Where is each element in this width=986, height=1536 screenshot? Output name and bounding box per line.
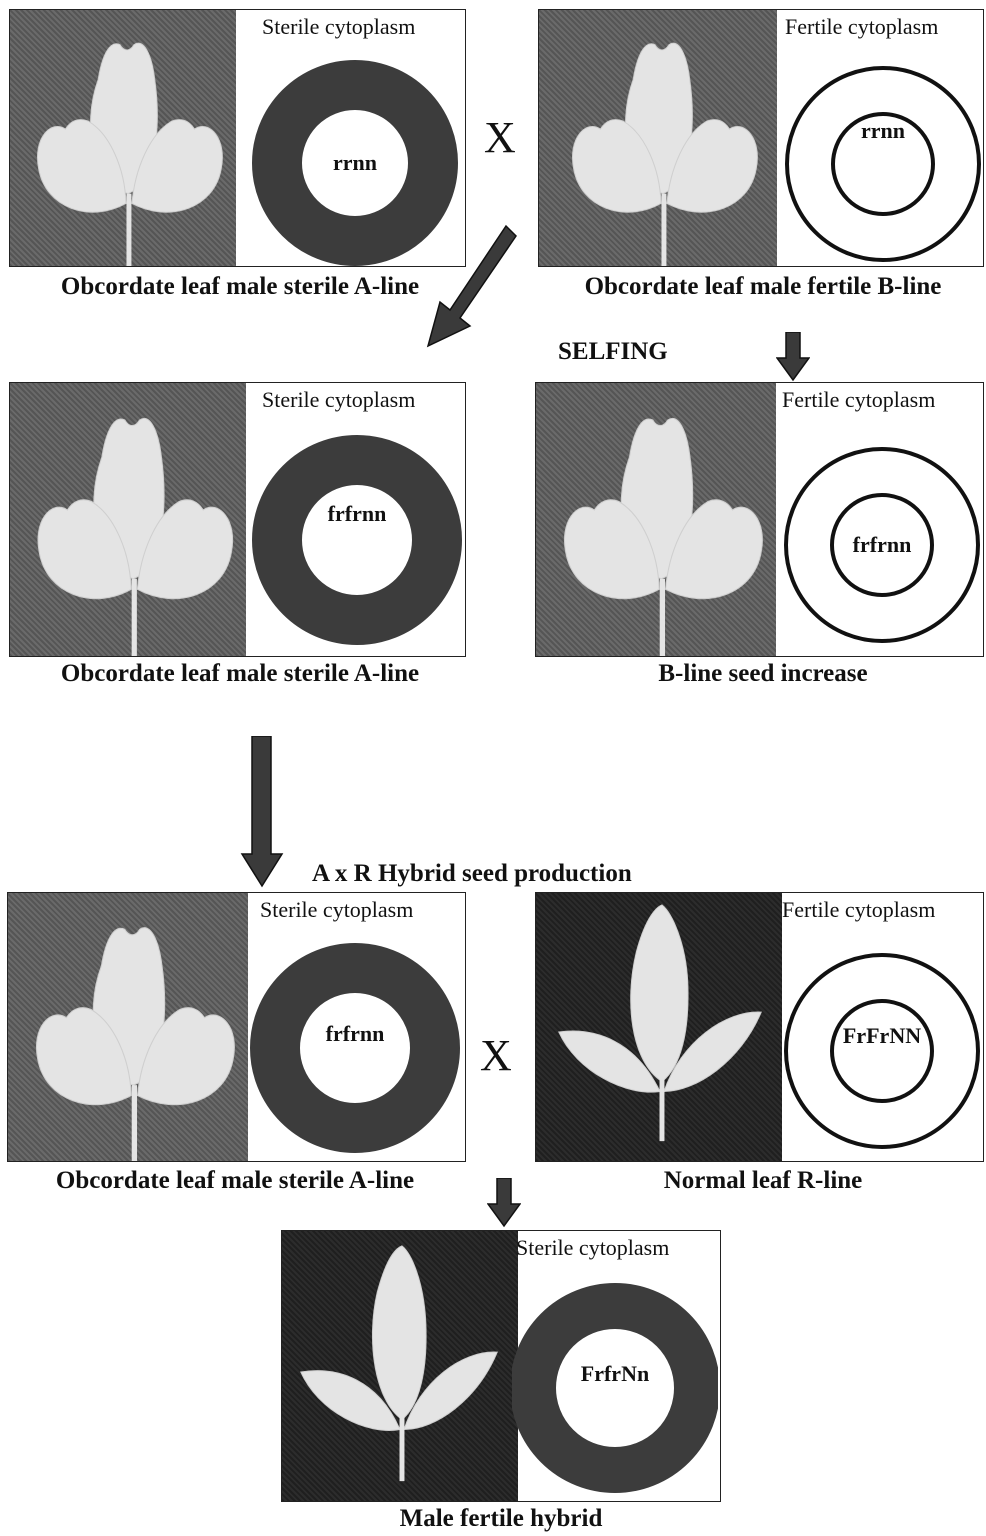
- nucleus-ring: frfrnn: [776, 425, 982, 653]
- caption-hybrid: Male fertile hybrid: [281, 1502, 721, 1536]
- nucleus-ring: FrfrNn: [512, 1283, 718, 1497]
- caption-a-line-2: Obcordate leaf male sterile A-line: [30, 657, 450, 691]
- obcordate-leaf-photo: [10, 10, 236, 266]
- cytoplasm-label: Fertile cytoplasm: [782, 897, 935, 923]
- cytoplasm-label: Sterile cytoplasm: [262, 387, 415, 413]
- caption-a-line-1: Obcordate leaf male sterile A-line: [30, 270, 450, 304]
- genotype-text: rrnn: [861, 118, 905, 143]
- panel-b-line-fertile-2: Fertile cytoplasm frfrnn: [535, 382, 984, 657]
- cytoplasm-label: Fertile cytoplasm: [785, 14, 938, 40]
- nucleus-ring: frfrnn: [248, 941, 462, 1155]
- panel-a-line-sterile-2: Sterile cytoplasm frfrnn: [9, 382, 466, 657]
- nucleus-ring: rrnn: [779, 58, 983, 268]
- genotype-text: FrFrNN: [843, 1023, 921, 1048]
- cross-symbol: X: [480, 1030, 512, 1081]
- cross-symbol: X: [484, 112, 516, 163]
- caption-a-line-3: Obcordate leaf male sterile A-line: [10, 1164, 460, 1198]
- selfing-label: SELFING: [558, 338, 668, 366]
- genotype-text: frfrnn: [328, 501, 387, 526]
- normal-leaf-photo: [536, 893, 782, 1161]
- genotype-text: FrfrNn: [581, 1361, 649, 1386]
- hybrid-seed-label: A x R Hybrid seed production: [312, 860, 632, 888]
- panel-male-fertile-hybrid: Sterile cytoplasm FrfrNn: [281, 1230, 721, 1502]
- obcordate-leaf-photo: [8, 893, 248, 1161]
- nucleus-ring: FrFrNN: [776, 943, 982, 1157]
- hybrid-arrow: [487, 1178, 521, 1228]
- diagonal-arrow: [420, 222, 520, 352]
- caption-b-line-1: Obcordate leaf male fertile B-line: [540, 270, 986, 304]
- selfing-arrow: [776, 332, 810, 382]
- panel-r-line-normal: Fertile cytoplasm FrFrNN: [535, 892, 984, 1162]
- hybrid-leaf-photo: [282, 1231, 518, 1501]
- panel-a-line-sterile-3: Sterile cytoplasm frfrnn: [7, 892, 466, 1162]
- genotype-text: frfrnn: [853, 532, 912, 557]
- panel-b-line-fertile-1: Fertile cytoplasm rrnn: [538, 9, 984, 267]
- long-down-arrow: [240, 736, 284, 888]
- caption-b-line-2: B-line seed increase: [540, 657, 986, 691]
- obcordate-leaf-photo: [10, 383, 246, 656]
- caption-r-line: Normal leaf R-line: [540, 1164, 986, 1198]
- genotype-text: frfrnn: [326, 1021, 385, 1046]
- obcordate-leaf-photo: [536, 383, 776, 656]
- genotype-text: rrnn: [333, 150, 377, 175]
- obcordate-leaf-photo: [539, 10, 777, 266]
- cytoplasm-label: Sterile cytoplasm: [516, 1235, 669, 1261]
- nucleus-ring: frfrnn: [250, 433, 464, 647]
- panel-a-line-sterile-1: Sterile cytoplasm rrnn: [9, 9, 466, 267]
- cytoplasm-label: Sterile cytoplasm: [260, 897, 413, 923]
- cytoplasm-label: Fertile cytoplasm: [782, 387, 935, 413]
- cytoplasm-label: Sterile cytoplasm: [262, 14, 415, 40]
